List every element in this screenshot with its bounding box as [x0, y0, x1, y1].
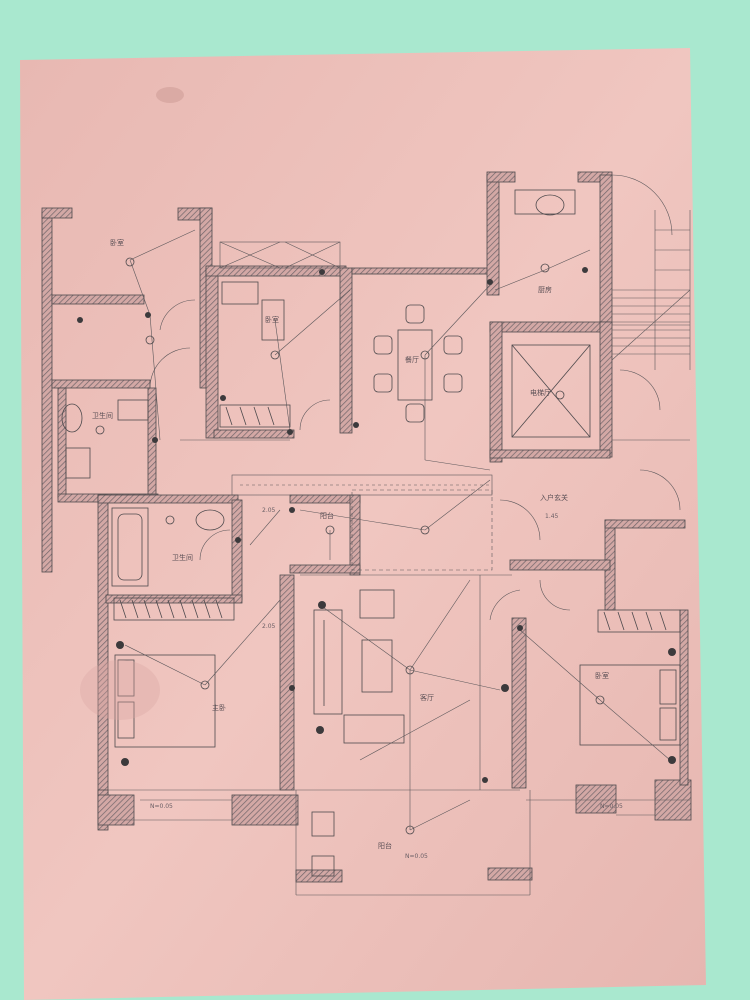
- room-label-r3: 卧室: [265, 315, 279, 324]
- stairs: [612, 210, 691, 370]
- room-labels: 卧室 卫生间 卧室 餐厅 厨房 电梯厅 卫生间 入户玄关 阳台 主卧 客厅 卧室…: [92, 238, 609, 850]
- note-n2: N=0.05: [405, 853, 428, 860]
- paper-stain: [156, 87, 184, 103]
- room-label-r10: 主卧: [212, 703, 226, 712]
- room-label-r7: 卫生间: [172, 553, 193, 562]
- note-n1: N=0.05: [150, 803, 173, 810]
- note-n3: N=0.05: [600, 803, 623, 810]
- room-label-r9: 阳台: [320, 511, 334, 520]
- wall-switches: [77, 267, 676, 783]
- room-label-r6: 电梯厅: [530, 388, 551, 397]
- interior-lines: [108, 241, 691, 896]
- walls: [41, 171, 692, 883]
- paper-sheet: [20, 48, 706, 1000]
- room-label-r5: 厨房: [538, 285, 552, 294]
- door-swings: [149, 174, 681, 621]
- electrical-lines: [124, 229, 671, 831]
- beds: [114, 281, 681, 748]
- note-n6: 2.05: [262, 507, 276, 514]
- room-label-r13: 阳台: [378, 841, 392, 850]
- bath-fixtures: [61, 189, 576, 877]
- paper-stain: [80, 660, 160, 720]
- room-label-r1: 卧室: [110, 238, 124, 247]
- room-label-r12: 卧室: [595, 671, 609, 680]
- light-fixtures: [95, 257, 605, 835]
- room-label-r11: 客厅: [420, 693, 434, 702]
- living-furniture: [313, 589, 405, 744]
- note-n4: 1.45: [545, 513, 559, 520]
- wardrobes: [113, 404, 681, 633]
- note-n5: 2.05: [262, 623, 276, 630]
- dining-set: [373, 304, 463, 423]
- room-label-r4: 餐厅: [405, 355, 419, 364]
- elevator-shaft: [511, 344, 591, 438]
- annotation-notes: N=0.05 N=0.05 N=0.05 1.45 2.05 2.05: [150, 507, 623, 860]
- floor-plan: [41, 171, 692, 896]
- room-label-r8: 入户玄关: [540, 493, 568, 502]
- room-label-r2: 卫生间: [92, 411, 113, 420]
